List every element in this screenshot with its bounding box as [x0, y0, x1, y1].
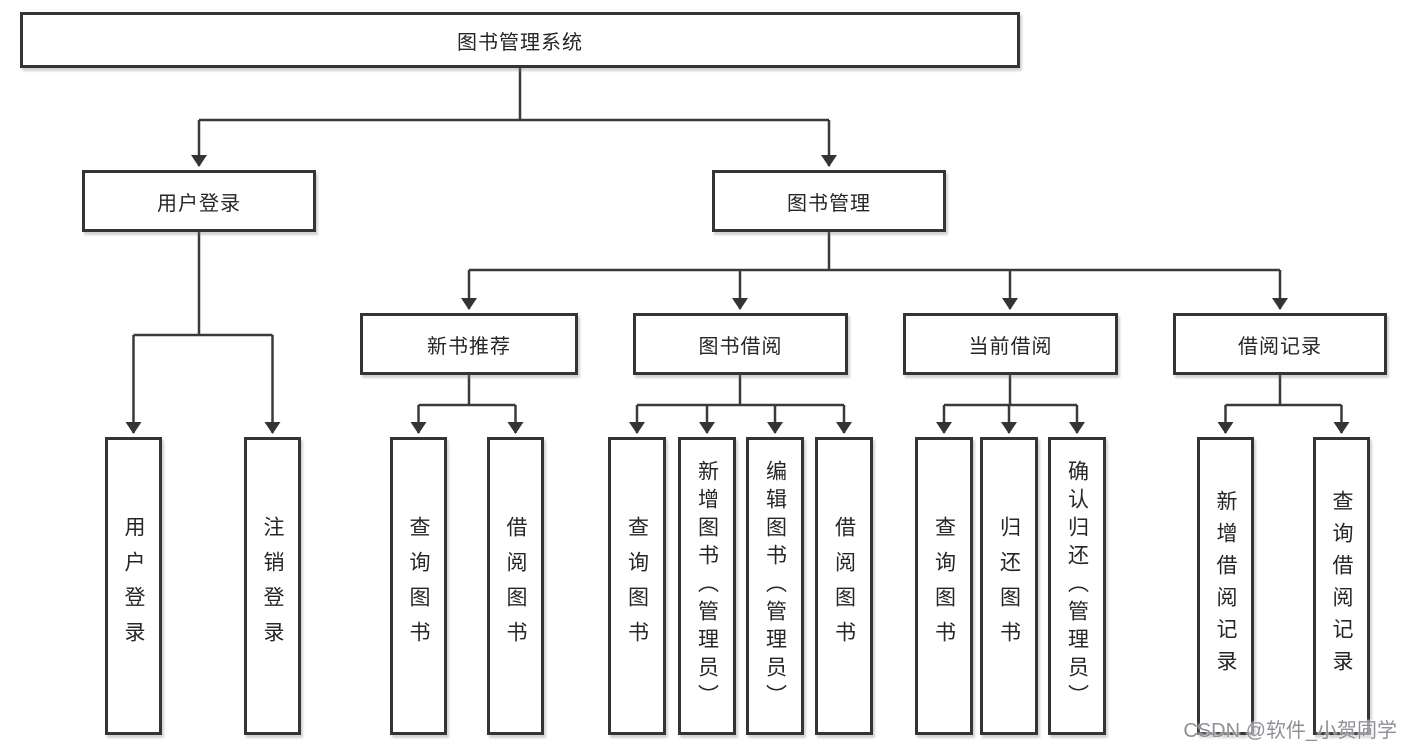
leaf-user-login: 用户登录: [105, 437, 162, 735]
node-label: 图书管理系统: [457, 31, 583, 54]
node-book-borrow: 图书借阅: [633, 313, 848, 375]
node-borrow-records: 借阅记录: [1173, 313, 1387, 375]
node-label: 确认归还（管理员）: [1065, 460, 1089, 712]
leaf-borrow-books-1: 借阅图书: [487, 437, 544, 735]
node-user-login: 用户登录: [82, 170, 316, 232]
leaf-query-books-3: 查询图书: [915, 437, 973, 735]
node-label: 借阅图书: [504, 516, 527, 656]
node-current-borrow: 当前借阅: [903, 313, 1118, 375]
node-label: 图书借阅: [698, 335, 783, 358]
csdn-watermark: CSDN @软件_小贺同学: [1183, 720, 1397, 742]
leaf-edit-books-admin: 编辑图书（管理员）: [746, 437, 804, 735]
node-label: 查询图书: [407, 516, 430, 656]
node-label: 查询图书: [932, 516, 956, 656]
leaf-query-books-2: 查询图书: [608, 437, 666, 735]
node-label: 查询借阅记录: [1330, 490, 1353, 682]
leaf-confirm-return-admin: 确认归还（管理员）: [1048, 437, 1106, 735]
node-label: 图书管理: [787, 192, 871, 215]
leaf-query-borrow-record: 查询借阅记录: [1313, 437, 1370, 735]
node-new-book-recommend: 新书推荐: [360, 313, 578, 375]
leaf-add-borrow-record: 新增借阅记录: [1197, 437, 1254, 735]
node-label: 当前借阅: [968, 335, 1053, 358]
node-label: 用户登录: [157, 192, 241, 215]
node-root-system: 图书管理系统: [20, 12, 1020, 68]
leaf-logout: 注销登录: [244, 437, 301, 735]
node-label: 新增借阅记录: [1214, 490, 1237, 682]
node-label: 新增图书（管理员）: [695, 460, 719, 712]
node-book-management: 图书管理: [712, 170, 946, 232]
node-label: 归还图书: [997, 516, 1021, 656]
node-label: 查询图书: [625, 516, 649, 656]
node-label: 用户登录: [122, 516, 145, 656]
leaf-borrow-books-2: 借阅图书: [815, 437, 873, 735]
leaf-query-books-1: 查询图书: [390, 437, 447, 735]
node-label: 借阅记录: [1238, 335, 1322, 358]
node-label: 新书推荐: [427, 335, 511, 358]
node-label: 注销登录: [261, 516, 284, 656]
leaf-add-books-admin: 新增图书（管理员）: [678, 437, 736, 735]
leaf-return-books: 归还图书: [980, 437, 1038, 735]
node-label: 编辑图书（管理员）: [763, 460, 787, 712]
node-label: 借阅图书: [832, 516, 856, 656]
